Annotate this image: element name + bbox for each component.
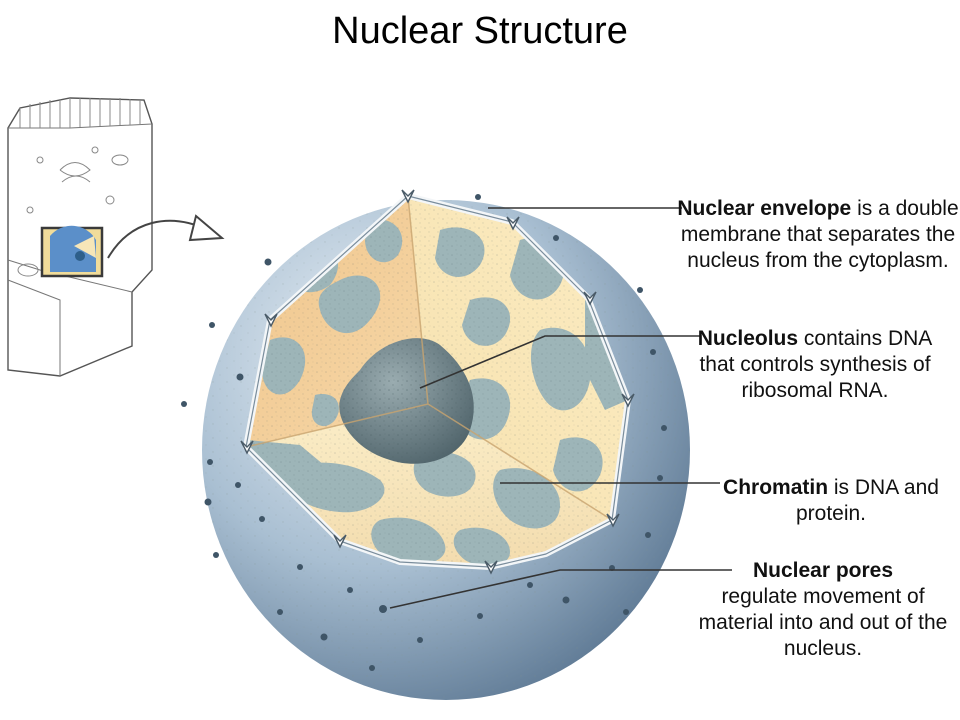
page-title: Nuclear Structure xyxy=(332,10,628,52)
envelope-pores xyxy=(240,189,635,575)
label-nuclear-envelope: Nuclear envelope is a double membrane th… xyxy=(672,196,960,274)
pointer-arrow xyxy=(107,214,225,259)
term-nuclear-pores: Nuclear pores xyxy=(752,559,894,582)
leader-pores xyxy=(389,569,732,609)
label-nuclear-pores: Nuclear pores regulate movement of mater… xyxy=(692,558,954,662)
label-nucleolus: Nucleolus contains DNA that controls syn… xyxy=(690,326,940,404)
leader-nucleolus xyxy=(419,335,700,389)
surface-pores xyxy=(181,194,667,671)
desc-nuclear-envelope: is a double membrane that separates the … xyxy=(680,197,959,272)
desc-chromatin: is DNA and protein. xyxy=(795,476,939,525)
desc-nucleolus: contains DNA that controls synthesis of … xyxy=(699,327,933,402)
desc-nuclear-pores: regulate movement of material into and o… xyxy=(698,585,948,660)
leader-lines xyxy=(389,207,732,609)
term-nuclear-envelope: Nuclear envelope xyxy=(677,197,852,220)
term-chromatin: Chromatin xyxy=(723,476,829,499)
cell-inset xyxy=(7,97,153,377)
label-chromatin: Chromatin is DNA and protein. xyxy=(706,475,956,527)
term-nucleolus: Nucleolus xyxy=(697,327,799,350)
